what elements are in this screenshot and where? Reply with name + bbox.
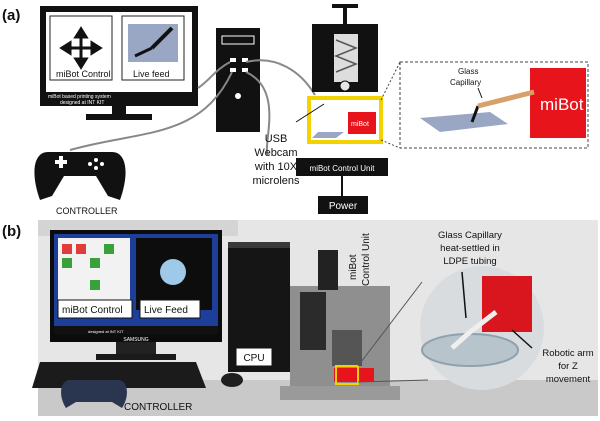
usb-label-4: microlens	[252, 175, 300, 187]
printer-diagram: miBot	[307, 4, 383, 144]
arm-label-2: for Z	[558, 361, 578, 372]
mouse-photo	[221, 373, 243, 387]
capillary-label-3: LDPE tubing	[443, 256, 496, 267]
controller-label-b: CONTROLLER	[124, 402, 192, 413]
cpu-tower-diagram	[216, 28, 260, 132]
highlight-box-b	[335, 365, 359, 385]
monitor-footer-2: designed at INT KIT	[60, 100, 104, 106]
direction-arrows-icon	[59, 26, 103, 70]
mibot-setup-photo	[280, 250, 400, 400]
cable	[245, 71, 271, 156]
stage-mibot-label: miBot	[351, 121, 369, 128]
arm-pointer	[511, 329, 533, 349]
usb-label-2: Webcam	[254, 147, 297, 159]
zoom-line-b	[357, 281, 423, 367]
monitor-right-label: Live feed	[133, 69, 170, 79]
cable	[197, 61, 231, 89]
arm-label-1: Robotic arm	[542, 348, 593, 359]
cable	[245, 59, 316, 96]
monitor-footer-b: designed at INT KIT	[88, 329, 124, 334]
control-unit-line1: miBot	[348, 254, 359, 280]
stage-mibot-block	[348, 112, 376, 134]
monitor-footer-1: miBot based printing system	[48, 94, 111, 100]
usb-label-1: USB	[265, 133, 288, 145]
monitor-diagram: miBot Control Live feed miBot based prin…	[40, 6, 198, 120]
gamepad-photo	[61, 380, 127, 408]
usb-label-3: with 10X	[254, 161, 298, 173]
control-unit-line2: Control Unit	[361, 233, 372, 286]
inset-mibot-block	[530, 68, 586, 138]
capillary-label-1: Glass Capillary	[438, 230, 502, 241]
power-label: Power	[329, 201, 358, 212]
panel-a-label: (a)	[2, 7, 20, 24]
panel-b-label: (b)	[2, 223, 21, 240]
zoom-inset: miBot Glass Capillary	[399, 61, 589, 149]
zoom-line-b	[357, 379, 429, 383]
usb-pointer	[295, 103, 325, 123]
monitor-brand: SAMSUNG	[123, 337, 148, 343]
inset-capillary-line1: Glass	[458, 67, 478, 76]
arm-label-3: movement	[546, 374, 591, 385]
screen-right-box	[139, 299, 201, 319]
screen-right-label: Live Feed	[144, 305, 188, 316]
inset-capillary-line2: Capillary	[450, 78, 481, 87]
capillary-label-2: heat-settled in	[440, 243, 500, 254]
monitor-stand	[86, 114, 152, 120]
monitor-photo: SAMSUNG designed at INT KIT	[50, 230, 222, 360]
power-box	[318, 196, 368, 214]
capillary-icon	[128, 24, 178, 62]
capillary-pointer	[461, 271, 467, 319]
control-unit-box	[296, 158, 388, 176]
zoom-line	[380, 61, 401, 101]
zoom-line	[380, 139, 401, 149]
zoom-circle-photo	[420, 266, 544, 390]
screen-left-box	[57, 299, 133, 319]
cpu-label-box	[235, 347, 273, 367]
cable	[69, 71, 233, 151]
screen-left-label: miBot Control	[62, 305, 123, 316]
control-unit-label: miBot Control Unit	[310, 164, 376, 173]
inset-mibot-label: miBot	[540, 95, 584, 114]
gamepad-icon	[34, 152, 126, 200]
monitor-left-label: miBot Control	[56, 69, 111, 79]
cpu-label: CPU	[243, 353, 264, 364]
controller-label-a: CONTROLLER	[56, 206, 118, 216]
